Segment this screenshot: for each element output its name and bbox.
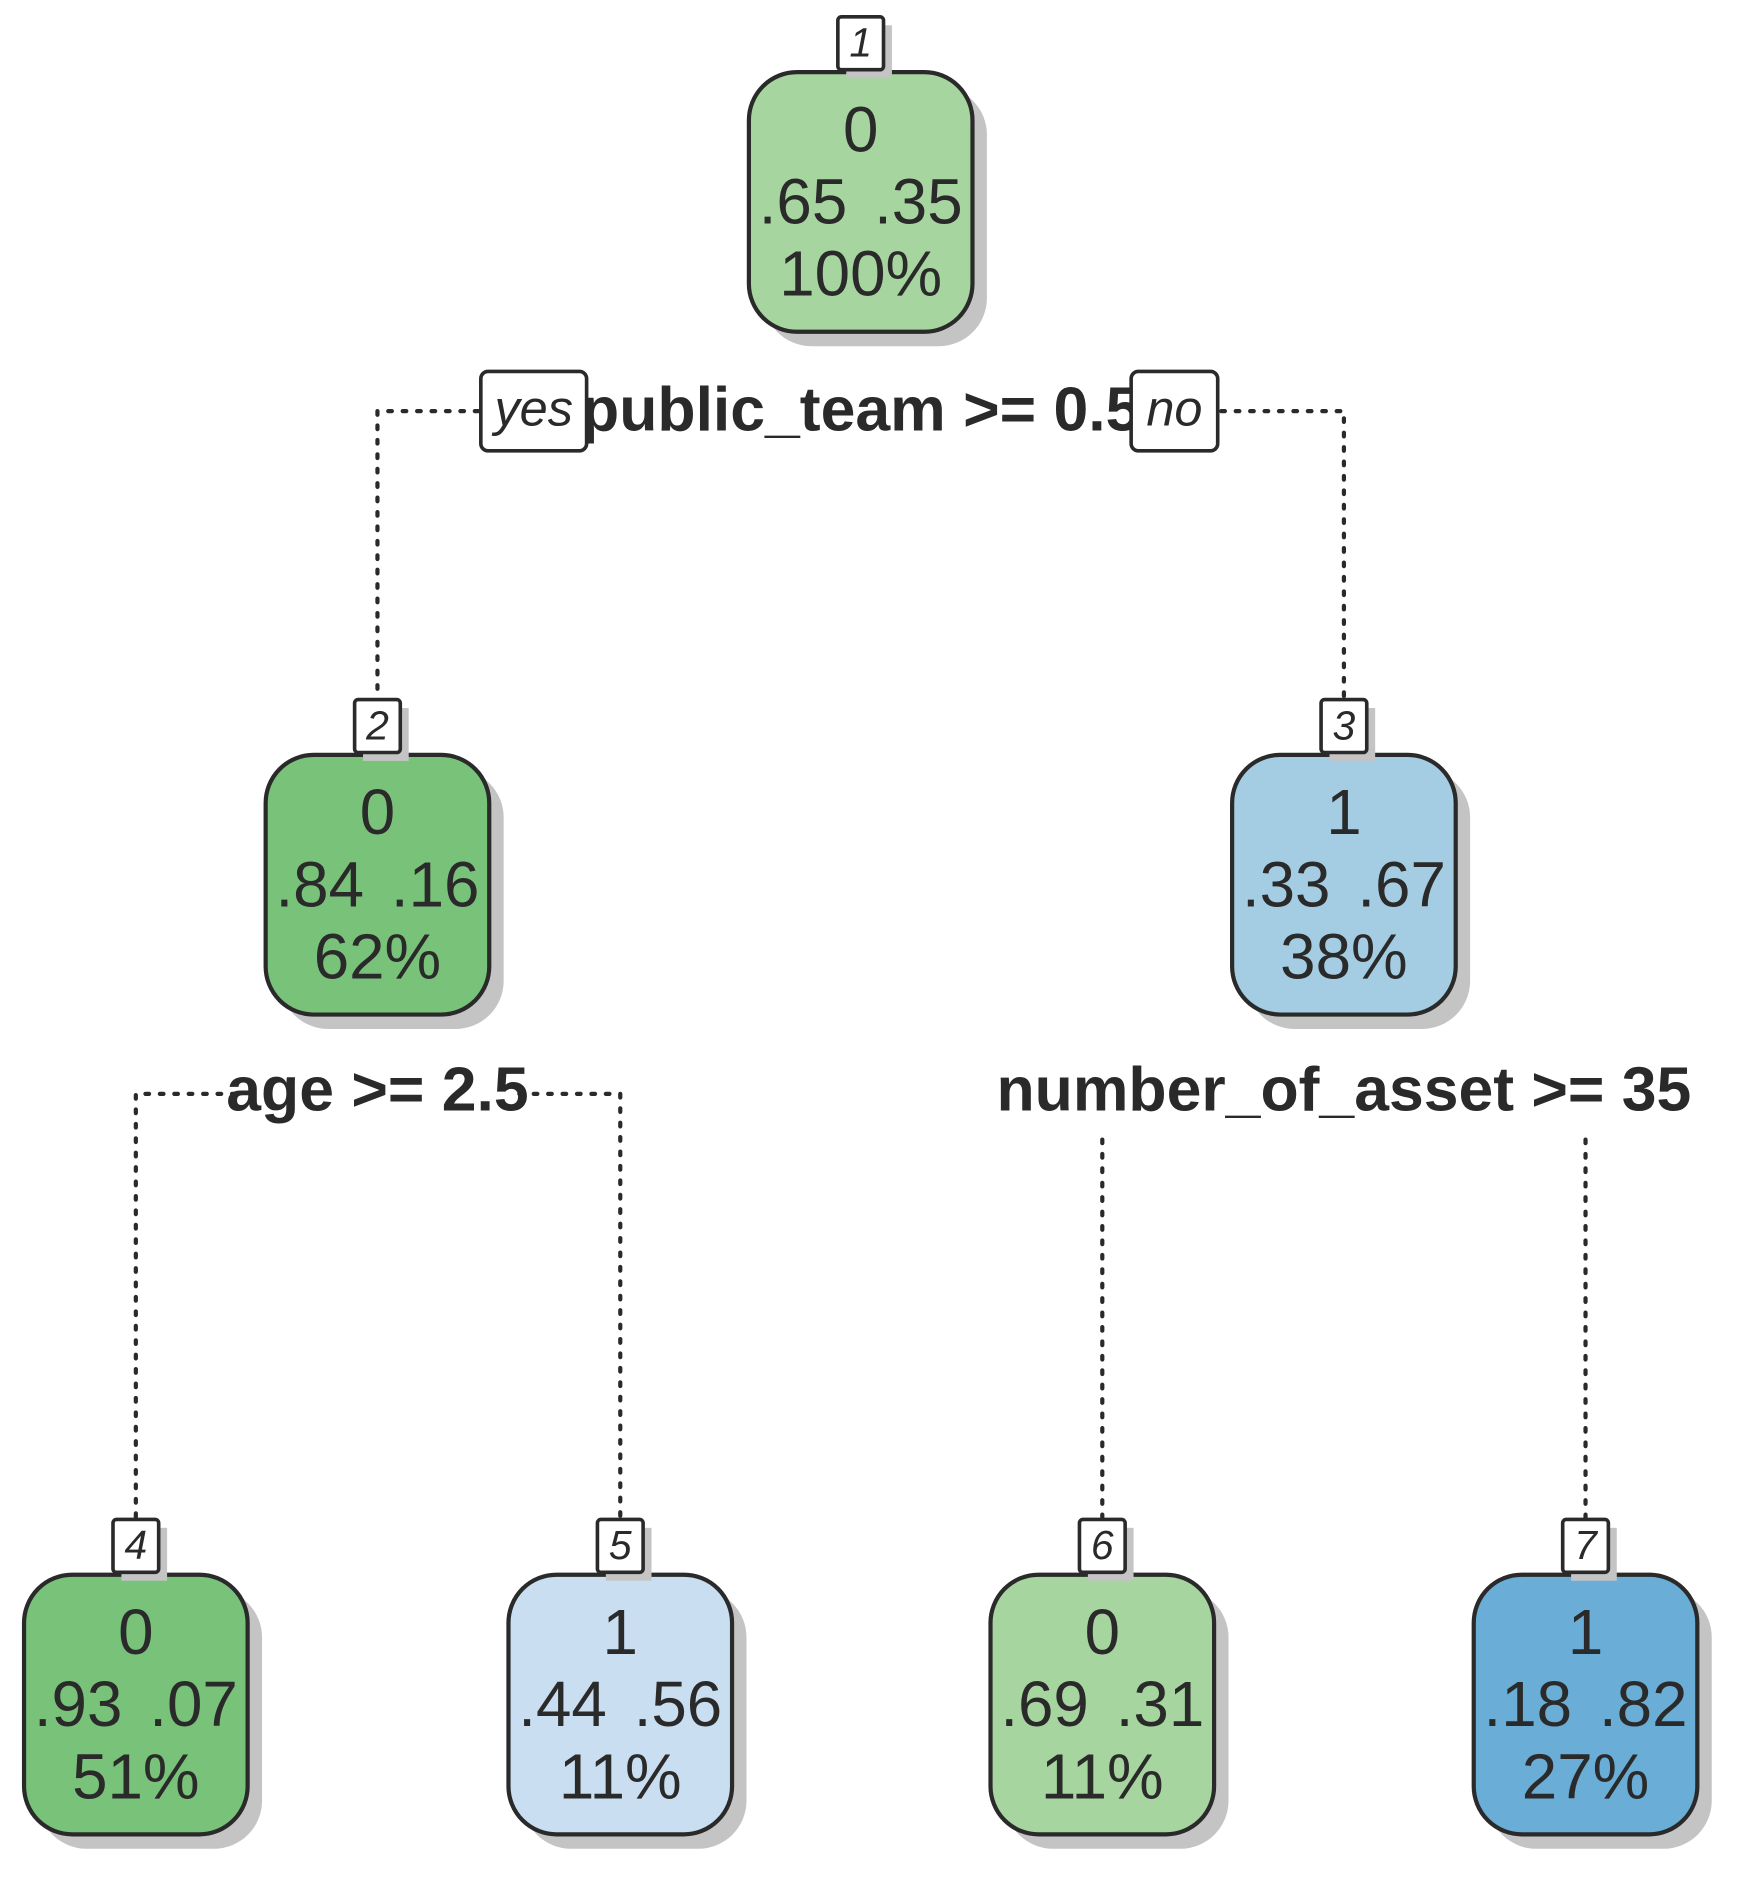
- node-id-tag: [1319, 697, 1369, 755]
- node-id-tag: [111, 1517, 161, 1575]
- node-percent: 27%: [1522, 1741, 1649, 1812]
- node-prob-0: .44: [518, 1669, 607, 1740]
- node-prob-1: .82: [1599, 1669, 1688, 1740]
- yes-label: yes: [491, 380, 573, 437]
- node-id-label: 1: [849, 19, 872, 65]
- node-prob-0: .93: [34, 1669, 123, 1740]
- node-percent: 62%: [314, 921, 441, 992]
- node-prob-0: .65: [759, 167, 848, 238]
- node-class-label: 0: [118, 1597, 153, 1668]
- node-prob-1: .16: [391, 849, 480, 920]
- node-id-label: 4: [124, 1522, 147, 1568]
- no-tag-box: [1129, 369, 1220, 453]
- node-percent: 11%: [1041, 1741, 1164, 1812]
- node-class-label: 1: [1568, 1597, 1603, 1668]
- node-id-label: 6: [1091, 1522, 1114, 1568]
- node-id-tag: [595, 1517, 645, 1575]
- node-prob-1: .67: [1357, 849, 1446, 920]
- edge-1-2: [375, 409, 481, 702]
- node-percent: 51%: [72, 1741, 199, 1812]
- node-prob-0: .69: [1000, 1669, 1089, 1740]
- no-label: no: [1146, 380, 1202, 437]
- node-percent: 11%: [559, 1741, 682, 1812]
- node-id-label: 3: [1333, 702, 1356, 748]
- node-prob-1: .31: [1116, 1669, 1205, 1740]
- node-id-label: 5: [609, 1522, 632, 1568]
- node-percent: 100%: [779, 239, 942, 310]
- split-node-2: age >= 2.5: [226, 1055, 528, 1125]
- node-id-tag: [1560, 1517, 1611, 1575]
- split-condition: number_of_asset >= 35: [997, 1055, 1692, 1125]
- node-prob-1: .07: [149, 1669, 238, 1740]
- node-prob-1: .35: [874, 167, 963, 238]
- edge-2-5: [517, 1091, 623, 1522]
- edge-2-4: [133, 1091, 238, 1522]
- node-class-label: 1: [603, 1597, 638, 1668]
- node-percent: 38%: [1280, 921, 1407, 992]
- split-condition: age >= 2.5: [226, 1055, 528, 1125]
- node-id-tag: [352, 697, 403, 755]
- node-class-label: 0: [843, 94, 878, 165]
- node-prob-0: .84: [275, 849, 364, 920]
- node-class-label: 0: [1085, 1597, 1120, 1668]
- tree-nodes: 10.65.35100%20.84.1662%31.33.6738%40.93.…: [21, 15, 1712, 1849]
- node-class-label: 1: [1326, 777, 1361, 848]
- node-prob-1: .56: [634, 1669, 723, 1740]
- tree-edges: [133, 409, 1588, 1522]
- node-class-label: 0: [360, 777, 395, 848]
- node-prob-0: .33: [1242, 849, 1331, 920]
- node-id-label: 7: [1574, 1522, 1598, 1568]
- node-id-tag: [1077, 1517, 1127, 1575]
- node-id-tag: [836, 15, 886, 72]
- edge-1-3: [1219, 409, 1347, 702]
- yes-tag-box: [479, 369, 589, 453]
- split-node-3: number_of_asset >= 35: [997, 1055, 1692, 1125]
- node-id-label: 2: [365, 702, 389, 748]
- node-prob-0: .18: [1484, 1669, 1573, 1740]
- split-condition: public_team >= 0.5: [581, 374, 1140, 444]
